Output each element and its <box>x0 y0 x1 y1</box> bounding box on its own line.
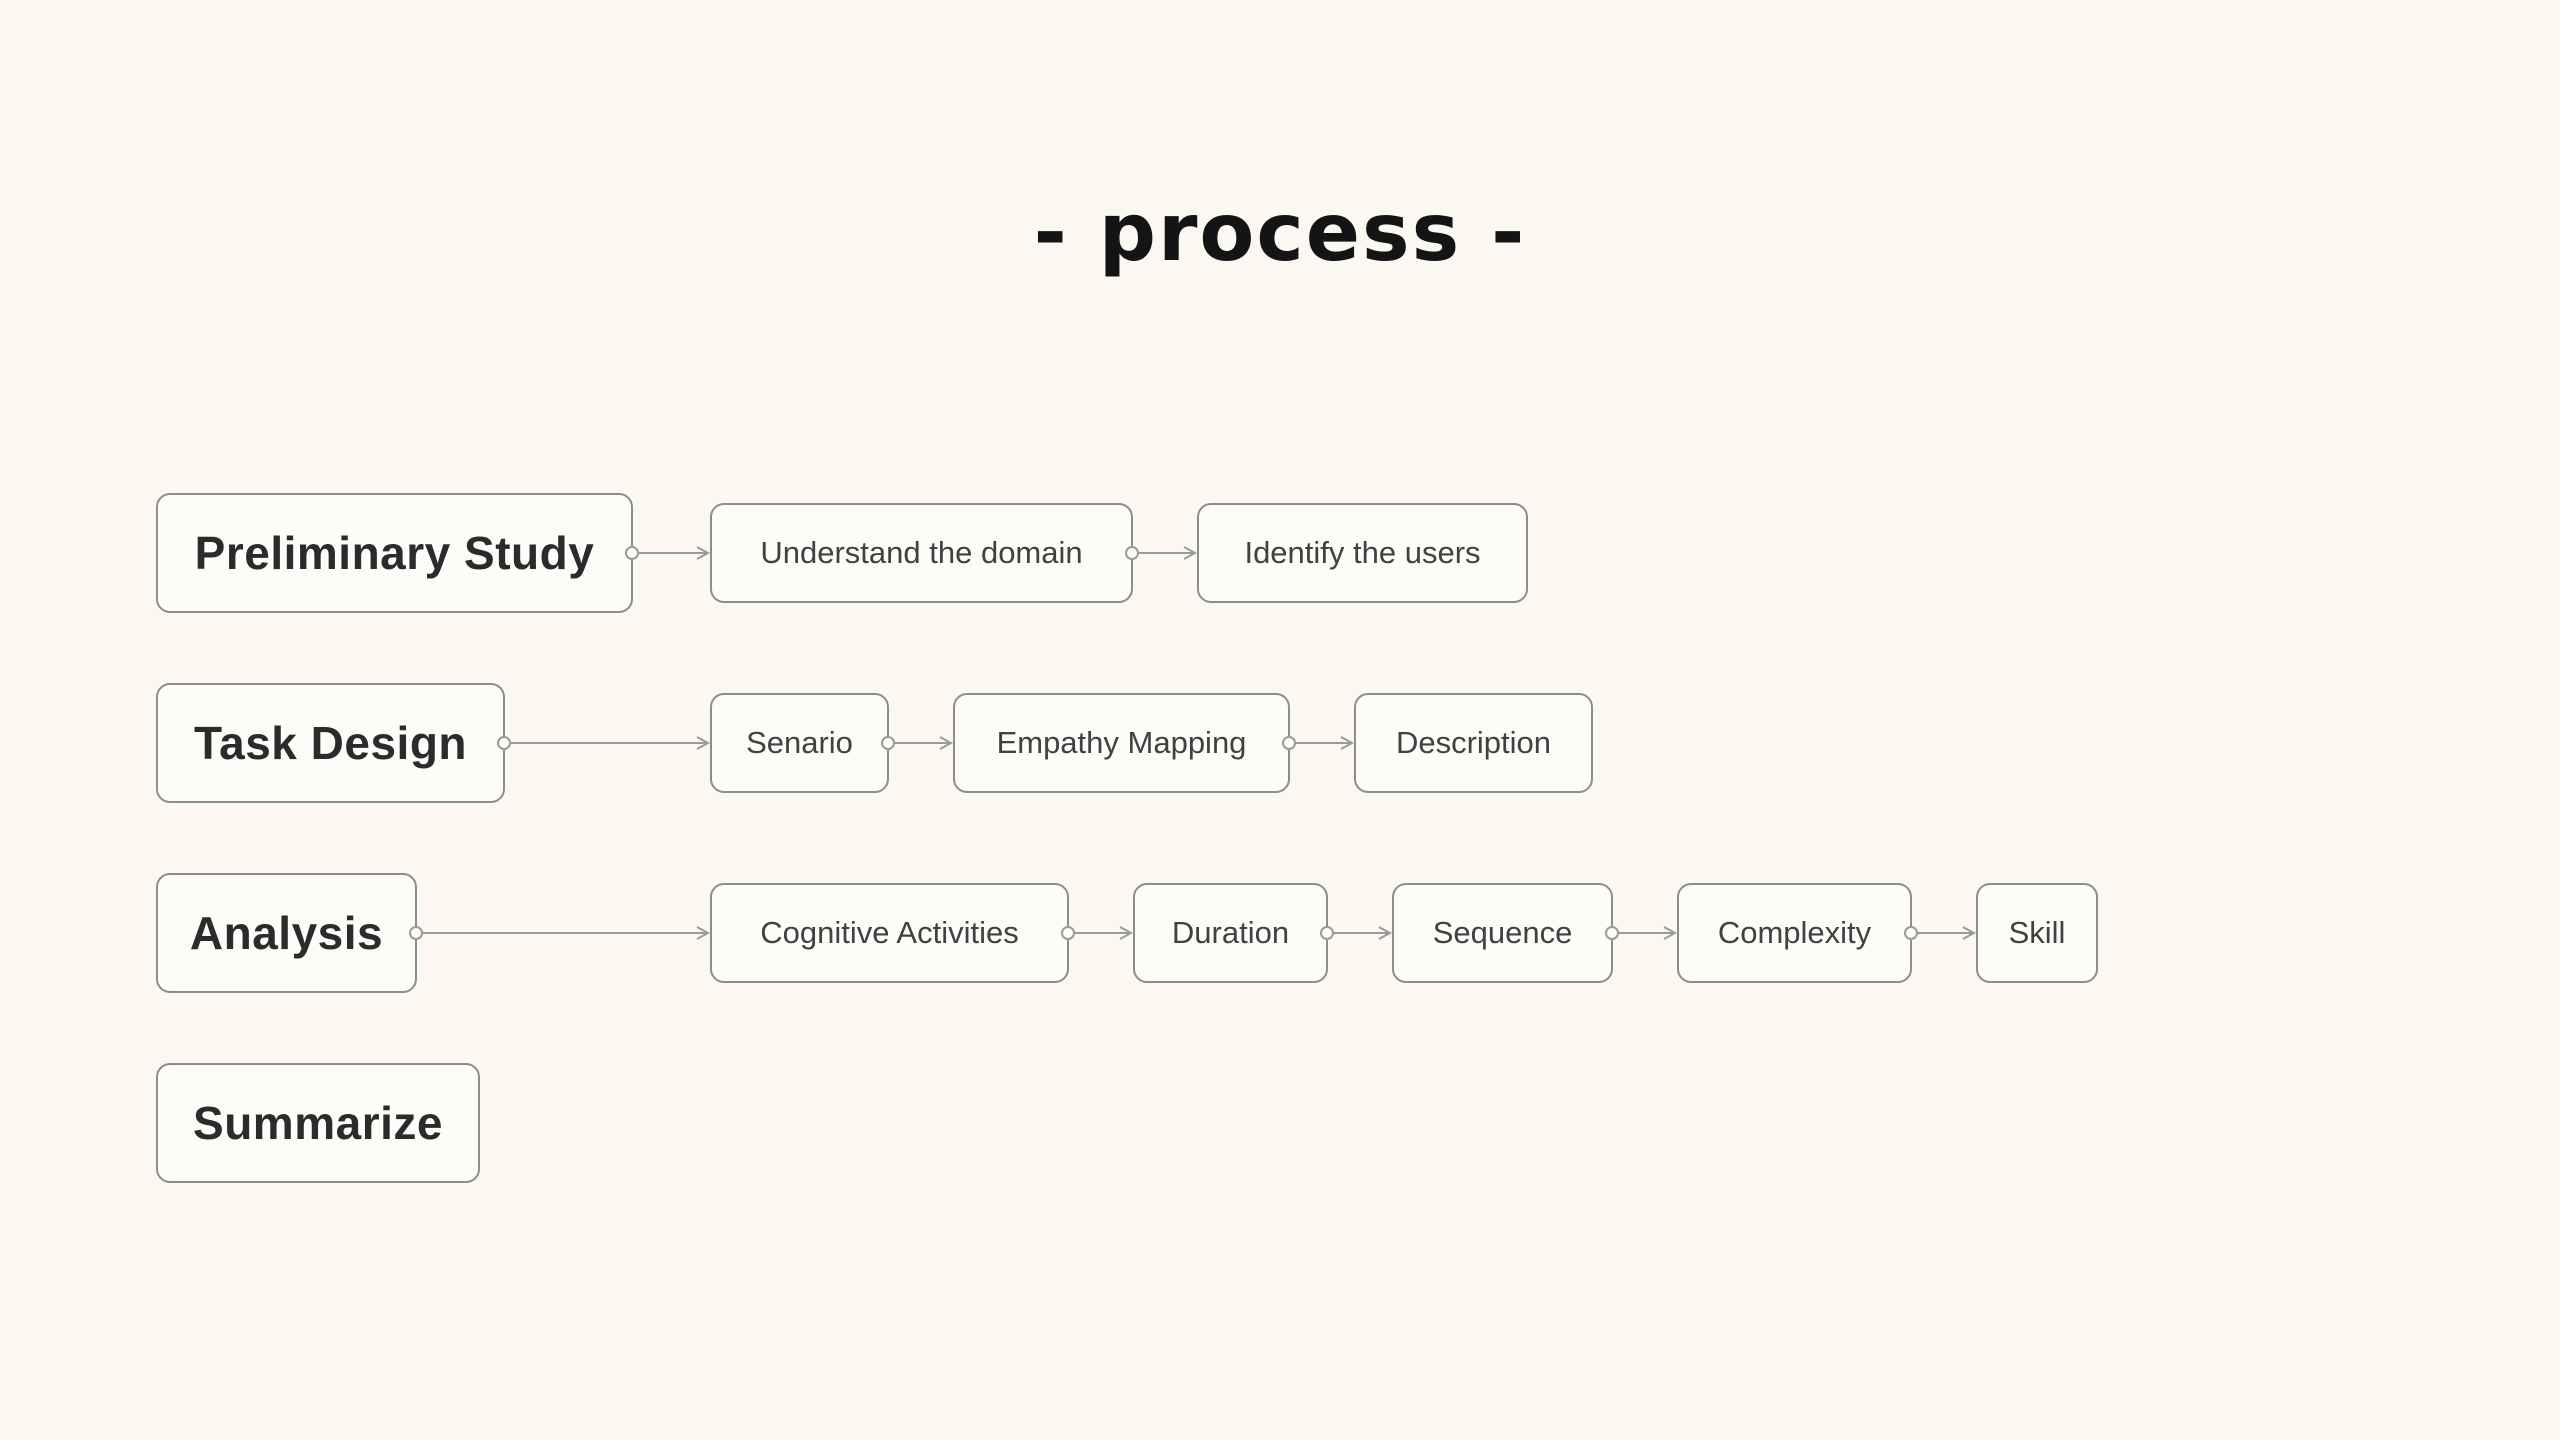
edge-line <box>422 932 707 934</box>
edge-line <box>1138 552 1194 554</box>
edge-start-dot-icon <box>1904 926 1918 940</box>
arrowhead-icon <box>1339 735 1354 751</box>
arrowhead-icon <box>695 735 710 751</box>
edge-start-dot-icon <box>881 736 895 750</box>
edge-line <box>510 742 707 744</box>
connector-preliminary-to-understand[interactable] <box>625 545 710 561</box>
flow-row-summarize: Summarize <box>156 1063 2098 1183</box>
edge-line <box>1333 932 1389 934</box>
arrowhead-icon <box>938 735 953 751</box>
page-title: - process - <box>1033 186 1527 279</box>
node-task-design[interactable]: Task Design <box>156 683 505 803</box>
edge-start-dot-icon <box>1125 546 1139 560</box>
arrowhead-icon <box>1662 925 1677 941</box>
connector-understand-to-identify[interactable] <box>1125 545 1197 561</box>
arrowhead-icon <box>1377 925 1392 941</box>
label-column: Task Design <box>156 683 710 803</box>
label-column: Preliminary Study <box>156 493 710 613</box>
edge-line <box>1295 742 1351 744</box>
node-identify-the-users[interactable]: Identify the users <box>1197 503 1528 603</box>
edge-start-dot-icon <box>409 926 423 940</box>
node-understand-the-domain[interactable]: Understand the domain <box>710 503 1133 603</box>
node-sequence[interactable]: Sequence <box>1392 883 1613 983</box>
edge-line <box>1618 932 1674 934</box>
edge-line <box>894 742 950 744</box>
flow-row-preliminary-study: Preliminary Study Understand the domain … <box>156 493 2098 613</box>
arrowhead-icon <box>695 545 710 561</box>
edge-line <box>1917 932 1973 934</box>
node-description[interactable]: Description <box>1354 693 1593 793</box>
label-column: Analysis <box>156 873 710 993</box>
node-skill[interactable]: Skill <box>1976 883 2098 983</box>
edge-start-dot-icon <box>497 736 511 750</box>
edge-start-dot-icon <box>625 546 639 560</box>
edge-line <box>1074 932 1130 934</box>
node-senario[interactable]: Senario <box>710 693 889 793</box>
node-analysis[interactable]: Analysis <box>156 873 417 993</box>
connector-taskdesign-to-senario[interactable] <box>497 735 710 751</box>
edge-line <box>638 552 707 554</box>
connector-complexity-to-skill[interactable] <box>1904 925 1976 941</box>
process-flow-diagram: Preliminary Study Understand the domain … <box>156 493 2098 1253</box>
edge-start-dot-icon <box>1320 926 1334 940</box>
edge-start-dot-icon <box>1061 926 1075 940</box>
connector-sequence-to-complexity[interactable] <box>1605 925 1677 941</box>
node-cognitive-activities[interactable]: Cognitive Activities <box>710 883 1069 983</box>
connector-senario-to-empathy[interactable] <box>881 735 953 751</box>
connector-empathy-to-description[interactable] <box>1282 735 1354 751</box>
connector-cognitive-to-duration[interactable] <box>1061 925 1133 941</box>
node-summarize[interactable]: Summarize <box>156 1063 480 1183</box>
edge-start-dot-icon <box>1605 926 1619 940</box>
arrowhead-icon <box>1961 925 1976 941</box>
connector-analysis-to-cognitive[interactable] <box>409 925 710 941</box>
flow-row-task-design: Task Design Senario Empathy Mapping <box>156 683 2098 803</box>
flow-row-analysis: Analysis Cognitive Activities Duration <box>156 873 2098 993</box>
node-preliminary-study[interactable]: Preliminary Study <box>156 493 633 613</box>
connector-duration-to-sequence[interactable] <box>1320 925 1392 941</box>
node-duration[interactable]: Duration <box>1133 883 1328 983</box>
node-complexity[interactable]: Complexity <box>1677 883 1912 983</box>
arrowhead-icon <box>1118 925 1133 941</box>
label-column: Summarize <box>156 1063 710 1183</box>
arrowhead-icon <box>1182 545 1197 561</box>
arrowhead-icon <box>695 925 710 941</box>
edge-start-dot-icon <box>1282 736 1296 750</box>
node-empathy-mapping[interactable]: Empathy Mapping <box>953 693 1290 793</box>
